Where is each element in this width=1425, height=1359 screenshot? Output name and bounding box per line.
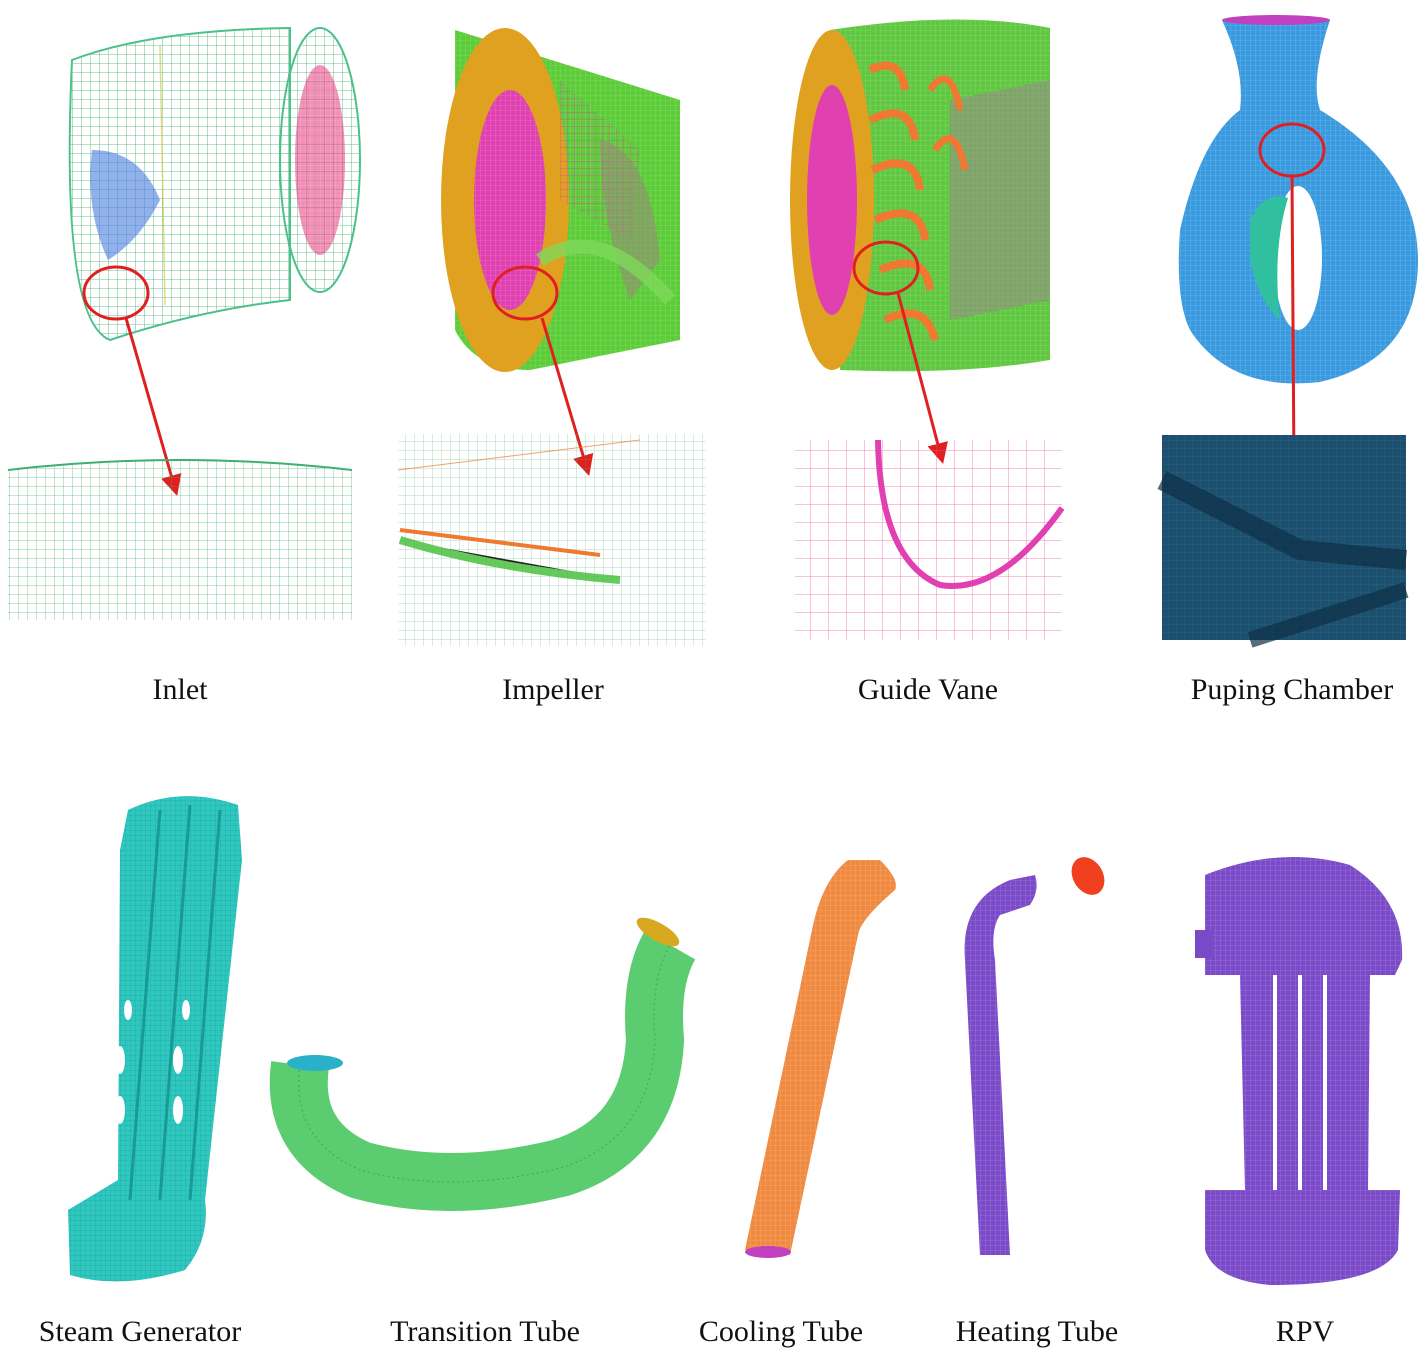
caption-impeller: Impeller: [502, 673, 604, 706]
guide-vane-arrow: [896, 292, 948, 465]
caption-cooling-tube: Cooling Tube: [698, 1315, 864, 1348]
impeller-zoom-detail: [397, 434, 706, 646]
pumping-chamber-arrow: [1283, 175, 1305, 475]
rpv-mesh: [1195, 857, 1403, 1285]
guide-vane-mesh: [790, 19, 1050, 372]
impeller-highlight-circle: [491, 265, 559, 321]
guide-vane-zoom-detail: [795, 439, 1065, 640]
steam-generator-mesh: [68, 796, 242, 1282]
inlet-mesh: [68, 26, 361, 342]
caption-pumping-chamber: Puping Chamber: [1190, 673, 1394, 706]
transition-tube-mesh: [269, 917, 696, 1212]
guide-vane-blades: [868, 61, 969, 342]
caption-rpv: RPV: [1275, 1315, 1335, 1348]
pumping-chamber-zoom-detail: [1157, 435, 1409, 648]
caption-transition-tube: Transition Tube: [390, 1315, 580, 1348]
cooling-tube-mesh: [745, 860, 896, 1258]
inlet-zoom-detail: [7, 459, 353, 620]
transition-tube-end-b: [636, 917, 680, 947]
caption-inlet: Inlet: [152, 673, 208, 706]
impeller-mesh: [441, 28, 680, 372]
caption-guide-vane: Guide Vane: [857, 673, 999, 706]
caption-heating-tube: Heating Tube: [955, 1315, 1119, 1348]
guide-vane-highlight-circle: [852, 240, 920, 296]
transition-tube-end-a: [287, 1055, 343, 1071]
inlet-highlight-circle: [82, 265, 150, 321]
caption-steam-generator: Steam Generator: [38, 1315, 242, 1348]
heating-tube-mesh: [964, 857, 1105, 1255]
pumping-chamber-mesh: [1178, 15, 1419, 384]
